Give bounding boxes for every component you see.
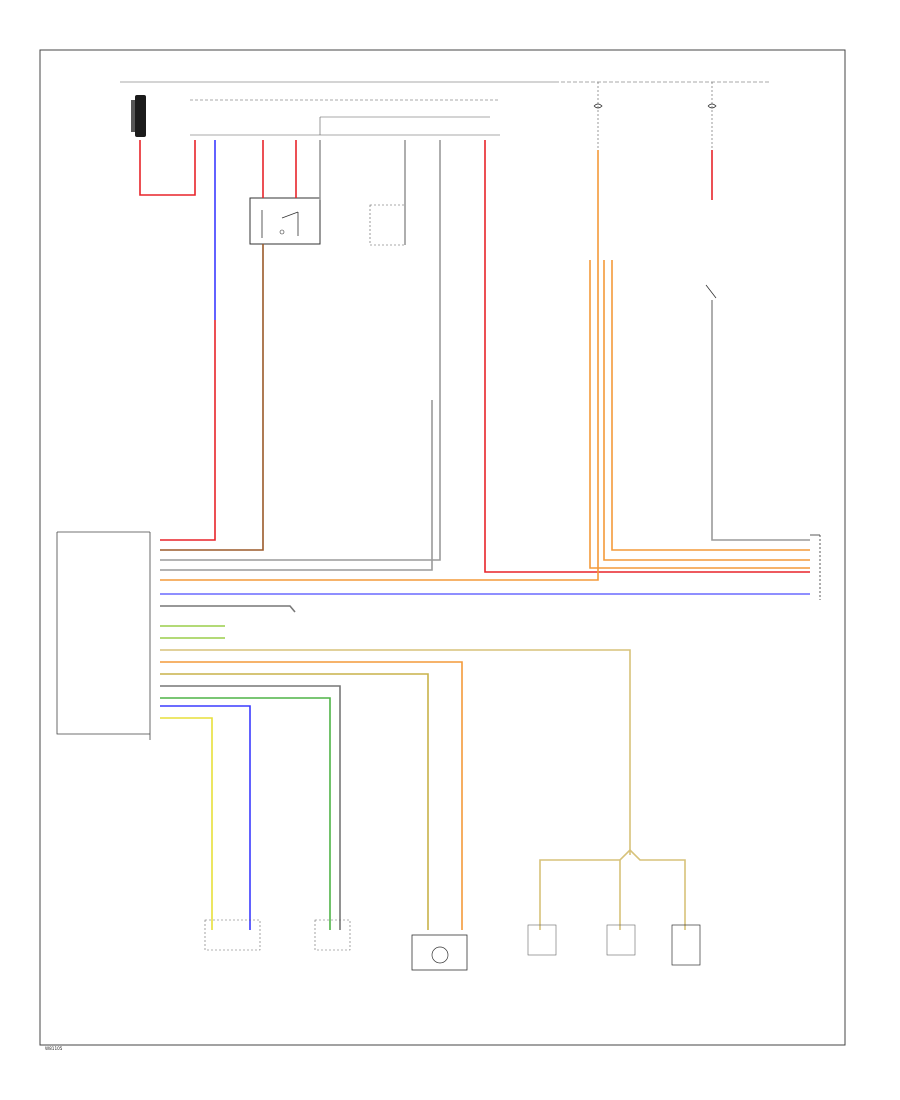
- right-fuse-stack: [593, 82, 717, 150]
- wire-tan-split: [539, 848, 686, 930]
- wire-gray-1: [160, 140, 441, 561]
- connector-mid-bottom: [314, 919, 351, 951]
- control-module: [56, 531, 151, 740]
- diagram-frame: [39, 49, 846, 1046]
- sensor-c: [671, 924, 701, 966]
- wire-tan-sensor: [160, 673, 429, 930]
- wire-yellow: [160, 717, 213, 930]
- wire-orange-sensor: [160, 661, 463, 930]
- wire-orange-1: [160, 150, 599, 581]
- wire-gray-right: [711, 300, 810, 541]
- wire-orange-3: [611, 260, 810, 551]
- relay-box: [249, 197, 321, 245]
- wire-gray-ground: [160, 605, 296, 613]
- diagram-code: W81105: [45, 1046, 63, 1051]
- wire-gray-2: [160, 400, 433, 571]
- wire-red-top: [139, 140, 196, 196]
- wire-blue-bottom: [160, 705, 251, 930]
- wire-gray-690: [160, 685, 341, 930]
- wire-brown: [160, 244, 264, 551]
- turbo-sensor: [411, 934, 468, 971]
- switch-contact-right: [705, 284, 717, 299]
- wire-green: [160, 697, 331, 930]
- wire-orange-4: [589, 260, 810, 569]
- wire-tan-long: [160, 649, 631, 855]
- sensor-a: [527, 924, 557, 956]
- sensor-b: [606, 924, 636, 956]
- connector-left-bottom: [204, 919, 261, 951]
- switch-block: [369, 204, 406, 246]
- top-fuse-block: [120, 81, 770, 136]
- wire-red-right: [484, 140, 810, 573]
- main-fuse-component: [131, 95, 146, 137]
- wire-red-batt: [160, 320, 216, 541]
- wire-orange-2: [603, 260, 810, 561]
- right-connector: [810, 534, 821, 600]
